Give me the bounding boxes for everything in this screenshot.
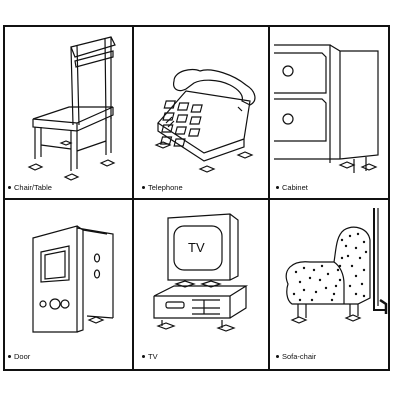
upholstery-dot [338, 278, 342, 282]
chair-icon [27, 36, 116, 181]
upholstery-dot [362, 240, 366, 244]
panel-chair-table: Chair/Table [5, 27, 131, 197]
upholstery-dot [336, 268, 340, 272]
upholstery-dot [324, 286, 328, 290]
panel-label: Cabinet [282, 183, 308, 192]
upholstery-dot [356, 232, 360, 236]
upholstery-dot [326, 272, 330, 276]
upholstery-dot [318, 278, 322, 282]
upholstery-dot [332, 292, 336, 296]
upholstery-dot [340, 256, 344, 260]
cabinet-icon [274, 44, 379, 173]
upholstery-dot [362, 294, 366, 298]
door-icon [32, 225, 114, 333]
upholstery-dot [302, 288, 306, 292]
telephone-icon [154, 68, 256, 173]
panel-label: TV [148, 352, 158, 361]
upholstery-dot [344, 244, 348, 248]
upholstery-dot [302, 266, 306, 270]
grid-divider [3, 198, 390, 200]
upholstery-dot [312, 268, 316, 272]
sofa-chair-icon [285, 208, 388, 324]
panel-telephone: Telephone [134, 27, 267, 197]
upholstery-dot [292, 292, 296, 296]
bullet-icon [276, 354, 279, 358]
upholstery-dot [340, 238, 344, 242]
bullet-icon [142, 185, 145, 189]
upholstery-dot [338, 264, 342, 268]
tv-screen-text: TV [188, 240, 205, 255]
bullet-icon [142, 354, 145, 358]
upholstery-dot [294, 270, 298, 274]
upholstery-dot [354, 274, 358, 278]
upholstery-dot [320, 264, 324, 268]
upholstery-dot [354, 292, 358, 296]
panel-door: Door [5, 200, 131, 369]
tv-icon: TV [153, 213, 249, 332]
upholstery-dot [314, 290, 318, 294]
upholstery-dot [354, 246, 358, 250]
upholstery-dot [362, 268, 366, 272]
upholstery-dot [298, 298, 302, 302]
upholstery-dot [348, 284, 352, 288]
upholstery-dot [330, 298, 334, 302]
panel-label: Chair/Table [14, 183, 52, 192]
bullet-icon [8, 354, 11, 358]
upholstery-dot [364, 250, 368, 254]
upholstery-dot [334, 284, 338, 288]
upholstery-dot [348, 234, 352, 238]
upholstery-dot [350, 264, 354, 268]
panel-cabinet: Cabinet [270, 27, 388, 197]
bullet-icon [276, 185, 279, 189]
panel-label: Telephone [148, 183, 183, 192]
upholstery-dot [360, 282, 364, 286]
panel-label: Door [14, 352, 31, 361]
bullet-icon [8, 185, 11, 189]
upholstery-dot [298, 280, 302, 284]
panel-tv: TV TV [134, 200, 267, 369]
upholstery-dot [358, 256, 362, 260]
panel-label: Sofa-chair [282, 352, 317, 361]
upholstery-dot [308, 276, 312, 280]
upholstery-dot [346, 254, 350, 258]
panel-sofa-chair: Sofa-chair [270, 200, 388, 369]
upholstery-dot [310, 298, 314, 302]
